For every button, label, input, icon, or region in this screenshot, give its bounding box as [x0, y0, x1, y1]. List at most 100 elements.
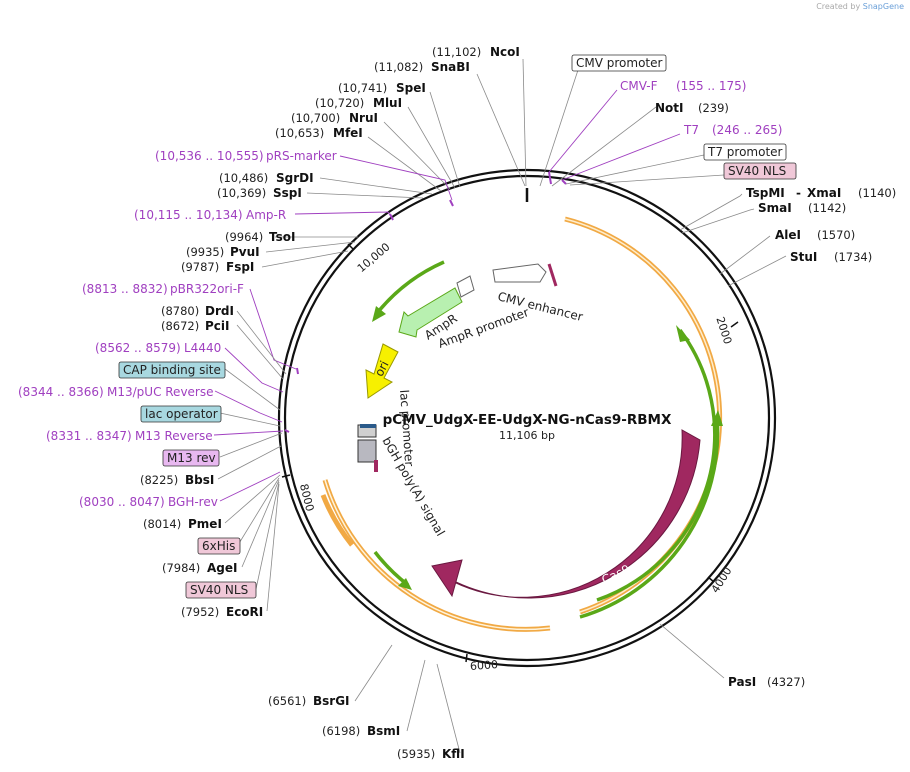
cmv-promoter-box[interactable] [571, 54, 667, 72]
cmv-promoter-label: CMV promoter [576, 56, 663, 70]
bghrev-num: (8030 .. 8047) [79, 495, 165, 509]
cap-box[interactable] [118, 361, 226, 379]
agei-num: (7984) [162, 561, 200, 575]
sgrdi-label[interactable]: SgrDI [276, 171, 314, 185]
lacop-box[interactable] [140, 405, 222, 423]
feature-lac-operator-mark [360, 424, 376, 428]
stui-num: (1734) [834, 250, 872, 264]
lac-promoter-label: lac promoter [397, 389, 416, 467]
t7-label[interactable]: T7 [683, 123, 699, 137]
spei-label[interactable]: SpeI [396, 81, 426, 95]
plasmid-size: 11,106 bp [499, 429, 555, 442]
pasi-label[interactable]: PasI [728, 675, 756, 689]
bbsi-label[interactable]: BbsI [185, 473, 214, 487]
kfli-label[interactable]: KflI [442, 747, 465, 761]
t7-num: (246 .. 265) [712, 123, 782, 137]
bbsi-num: (8225) [140, 473, 178, 487]
snabi-label[interactable]: SnaBI [431, 60, 470, 74]
ncoi-label[interactable]: NcoI [490, 45, 520, 59]
cmvf-num: (155 .. 175) [676, 79, 746, 93]
feature-cmv-enhancer[interactable] [492, 263, 547, 283]
alei-num: (1570) [817, 228, 855, 242]
feature-green-arc-top-left[interactable] [376, 260, 445, 314]
plasmid-name: pCMV_UdgX-EE-UdgX-NG-nCas9-RBMX [383, 412, 672, 428]
snapgene-credit: Created by SnapGene [816, 2, 904, 11]
arrowhead-green-top-left [372, 306, 386, 322]
bghrev-label[interactable]: BGH-rev [168, 495, 218, 509]
xmai-label[interactable]: XmaI [807, 186, 841, 200]
ecori-num: (7952) [181, 605, 219, 619]
tick-label-8000: 8000 [297, 482, 316, 512]
arrowhead-green-right2 [711, 410, 723, 426]
sspi-label[interactable]: SspI [273, 186, 302, 200]
pmei-num: (8014) [143, 517, 181, 531]
arrowhead-green-right [676, 325, 690, 342]
mfei-num: (10,653) [275, 126, 324, 140]
tick-2000 [730, 321, 739, 328]
l4440-num: (8562 .. 8579) [95, 341, 181, 355]
feature-green-arc-right[interactable] [596, 328, 717, 602]
feature-cmv-marker [547, 263, 558, 287]
prs-label[interactable]: pRS-marker [266, 149, 337, 163]
pbr-label[interactable]: pBR322ori-F [170, 282, 244, 296]
m13puc-num: (8344 .. 8366) [18, 385, 104, 399]
mfei-label[interactable]: MfeI [333, 126, 363, 140]
pcii-label[interactable]: PciI [205, 319, 230, 333]
fspi-label[interactable]: FspI [226, 260, 254, 274]
noti-label[interactable]: NotI [655, 101, 684, 115]
pasi-num: (4327) [767, 675, 805, 689]
l4440-label[interactable]: L4440 [184, 341, 221, 355]
nrui-label[interactable]: NruI [349, 111, 378, 125]
feature-bgh-block[interactable] [357, 439, 377, 463]
tick-10000 [347, 243, 355, 251]
feature-orange-arc-small[interactable] [320, 494, 354, 547]
m13rev-box[interactable] [162, 449, 220, 467]
arrowhead-green-bottom [398, 578, 412, 590]
bsrgi-label[interactable]: BsrGI [313, 694, 350, 708]
pvui-label[interactable]: PvuI [230, 245, 260, 259]
tick-4000 [707, 576, 715, 583]
smai-label[interactable]: SmaI [758, 201, 792, 215]
feature-ampr[interactable] [398, 287, 463, 338]
pmei-label[interactable]: PmeI [188, 517, 222, 531]
tsoi-label[interactable]: TsoI [269, 230, 295, 244]
ampr-primer-label[interactable]: Amp-R [246, 208, 286, 222]
labels-left: (11,102) NcoI (11,082) SnaBI (10,741) Sp… [18, 45, 520, 761]
bsmi-label[interactable]: BsmI [367, 724, 400, 738]
sspi-num: (10,369) [217, 186, 266, 200]
bsrgi-num: (6561) [268, 694, 306, 708]
sixhis-box[interactable] [197, 537, 241, 555]
feature-orange-arc-bottom[interactable] [322, 479, 551, 632]
m13rev-primer-label[interactable]: M13 Reverse [135, 429, 213, 443]
tspmi-sep: - [796, 186, 801, 200]
mlui-num: (10,720) [315, 96, 364, 110]
cas9-label: Cas9 [599, 562, 632, 587]
cap-label: CAP binding site [123, 363, 221, 377]
feature-ori[interactable] [365, 343, 399, 399]
mlui-label[interactable]: MluI [373, 96, 402, 110]
sv40nls-bottom-box[interactable] [185, 581, 257, 599]
backbone-outer [277, 168, 777, 668]
backbone-inner [283, 174, 771, 662]
stui-label[interactable]: StuI [790, 250, 817, 264]
tspmi-num: (1140) [858, 186, 896, 200]
leader-lines [213, 58, 787, 754]
tick-label-6000: 6000 [470, 658, 499, 673]
m13rev-label: M13 rev [167, 451, 216, 465]
tspmi-label[interactable]: TspMI [746, 186, 785, 200]
cmvf-label[interactable]: CMV-F [620, 79, 658, 93]
t7-promoter-box[interactable] [703, 143, 787, 161]
sv40nls-top-box[interactable] [723, 162, 797, 180]
nrui-num: (10,700) [291, 111, 340, 125]
alei-label[interactable]: AleI [775, 228, 801, 242]
feature-green-arc-right2[interactable] [579, 417, 720, 619]
m13puc-label[interactable]: M13/pUC Reverse [107, 385, 214, 399]
drdi-label[interactable]: DrdI [205, 304, 234, 318]
feature-cas9[interactable] [445, 429, 701, 599]
smai-num: (1142) [808, 201, 846, 215]
kfli-num: (5935) [397, 747, 435, 761]
labels-right: CMV promoter CMV-F (155 .. 175) NotI (23… [571, 54, 896, 689]
feature-ampr-promoter[interactable] [456, 275, 475, 298]
agei-label[interactable]: AgeI [207, 561, 237, 575]
ecori-label[interactable]: EcoRI [226, 605, 263, 619]
